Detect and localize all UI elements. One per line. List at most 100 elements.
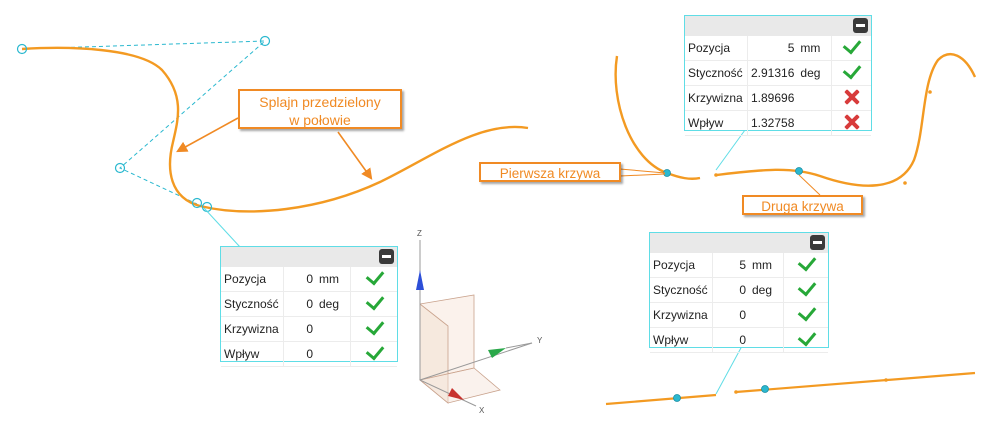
control-point[interactable] bbox=[191, 197, 203, 209]
split-spline-curve[interactable] bbox=[21, 46, 529, 213]
row-value: 0 bbox=[283, 291, 316, 317]
callout-leader-line bbox=[619, 173, 666, 177]
cross-icon bbox=[844, 114, 860, 130]
row-value: 0 bbox=[712, 302, 749, 328]
table-row: Pozycja 5 mm bbox=[685, 34, 871, 61]
continuity-table: Pozycja 5 mm Styczność 0 deg Krzywizna 0… bbox=[650, 251, 828, 353]
row-label: Pozycja bbox=[650, 253, 713, 278]
line-joint-point[interactable] bbox=[761, 385, 769, 393]
row-unit: deg bbox=[749, 277, 784, 303]
checkmark-icon bbox=[842, 34, 862, 54]
second-curve[interactable] bbox=[715, 53, 977, 187]
continuity-table: Pozycja 5 mm Styczność 2.91316 deg Krzyw… bbox=[685, 34, 871, 136]
control-point[interactable] bbox=[114, 162, 126, 174]
table-row: Pozycja 5 mm bbox=[650, 251, 828, 278]
table-row: Wpływ 1.32758 bbox=[685, 110, 871, 136]
status-cell bbox=[350, 315, 397, 342]
second-curve-label: Druga krzywa bbox=[761, 199, 844, 214]
status-cell bbox=[831, 59, 871, 86]
row-unit: deg bbox=[797, 60, 832, 86]
panel-leader-line bbox=[203, 207, 241, 248]
callout-leader-line bbox=[798, 174, 821, 196]
callout-line-2: w połowie bbox=[289, 112, 351, 128]
first-curve-callout: Pierwsza krzywa bbox=[479, 162, 621, 182]
row-label: Styczność bbox=[650, 277, 713, 303]
axis-label-y: Y bbox=[537, 336, 543, 345]
row-label: Styczność bbox=[685, 60, 748, 86]
row-value: 0 bbox=[712, 327, 749, 353]
table-row: Wpływ 0 bbox=[221, 340, 397, 367]
status-cell bbox=[350, 290, 397, 317]
status-cell bbox=[350, 265, 397, 292]
row-unit bbox=[797, 85, 832, 111]
row-value: 1.89696 bbox=[747, 85, 798, 111]
curve-joint-point[interactable] bbox=[795, 167, 803, 175]
checkmark-icon bbox=[797, 301, 816, 321]
minimize-button[interactable] bbox=[379, 249, 394, 264]
straight-line-right[interactable] bbox=[735, 371, 976, 394]
axis-triad[interactable]: Z Y X bbox=[416, 229, 543, 415]
row-label: Wpływ bbox=[221, 341, 284, 367]
table-row: Krzywizna 0 bbox=[650, 301, 828, 328]
status-cell bbox=[783, 251, 828, 278]
callout-leader-line bbox=[619, 168, 666, 174]
row-value: 0 bbox=[283, 341, 316, 367]
checkmark-icon bbox=[842, 59, 862, 79]
first-curve-label: Pierwsza krzywa bbox=[499, 166, 601, 181]
panel-leader-line bbox=[715, 129, 746, 171]
straight-line-left[interactable] bbox=[605, 393, 717, 406]
callout-line-1: Splajn przedzielony bbox=[259, 94, 381, 110]
axis-label-x: X bbox=[479, 406, 485, 415]
row-unit: mm bbox=[316, 267, 351, 292]
row-label: Pozycja bbox=[221, 267, 284, 292]
split-spline-callout: Splajn przedzielony w połowie bbox=[238, 89, 402, 129]
checkmark-icon bbox=[365, 340, 384, 360]
checkmark-icon bbox=[365, 290, 384, 310]
status-cell bbox=[783, 301, 828, 328]
first-curve[interactable] bbox=[614, 55, 701, 180]
row-unit bbox=[797, 110, 832, 136]
row-unit bbox=[316, 316, 351, 342]
axis-label-z: Z bbox=[417, 229, 422, 238]
row-label: Wpływ bbox=[650, 327, 713, 353]
row-value: 1.32758 bbox=[747, 110, 798, 136]
row-label: Wpływ bbox=[685, 110, 748, 136]
row-label: Styczność bbox=[221, 291, 284, 317]
second-curve-callout: Druga krzywa bbox=[742, 195, 863, 215]
row-unit: mm bbox=[797, 36, 832, 61]
status-cell bbox=[831, 34, 871, 61]
checkmark-icon bbox=[797, 326, 816, 346]
continuity-table: Pozycja 0 mm Styczność 0 deg Krzywizna 0… bbox=[221, 265, 397, 367]
minimize-button[interactable] bbox=[810, 235, 825, 250]
row-value: 0 bbox=[283, 316, 316, 342]
checkmark-icon bbox=[797, 276, 816, 296]
control-point[interactable] bbox=[259, 35, 271, 47]
panel-header bbox=[650, 233, 828, 253]
minimize-button[interactable] bbox=[853, 18, 868, 33]
row-value: 5 bbox=[747, 36, 798, 61]
row-value: 2.91316 bbox=[747, 60, 798, 86]
row-label: Krzywizna bbox=[685, 85, 748, 111]
panel-header bbox=[221, 247, 397, 267]
table-row: Styczność 0 deg bbox=[221, 290, 397, 317]
status-cell bbox=[350, 340, 397, 367]
checkmark-icon bbox=[797, 251, 816, 271]
cross-icon bbox=[844, 89, 860, 105]
row-unit bbox=[316, 341, 351, 367]
row-label: Krzywizna bbox=[650, 302, 713, 328]
line-joint-point[interactable] bbox=[673, 394, 681, 402]
panel-header bbox=[685, 16, 871, 36]
row-value: 5 bbox=[712, 253, 749, 278]
status-cell bbox=[831, 110, 871, 136]
table-row: Pozycja 0 mm bbox=[221, 265, 397, 292]
continuity-panel-top-right: Pozycja 5 mm Styczność 2.91316 deg Krzyw… bbox=[684, 15, 872, 136]
table-row: Styczność 0 deg bbox=[650, 276, 828, 303]
control-point[interactable] bbox=[16, 43, 28, 55]
table-row: Wpływ 0 bbox=[650, 326, 828, 353]
status-cell bbox=[783, 276, 828, 303]
table-row: Styczność 2.91316 deg bbox=[685, 59, 871, 86]
continuity-panel-left: Pozycja 0 mm Styczność 0 deg Krzywizna 0… bbox=[220, 246, 398, 367]
table-row: Krzywizna 0 bbox=[221, 315, 397, 342]
callout-arrow bbox=[176, 117, 239, 153]
